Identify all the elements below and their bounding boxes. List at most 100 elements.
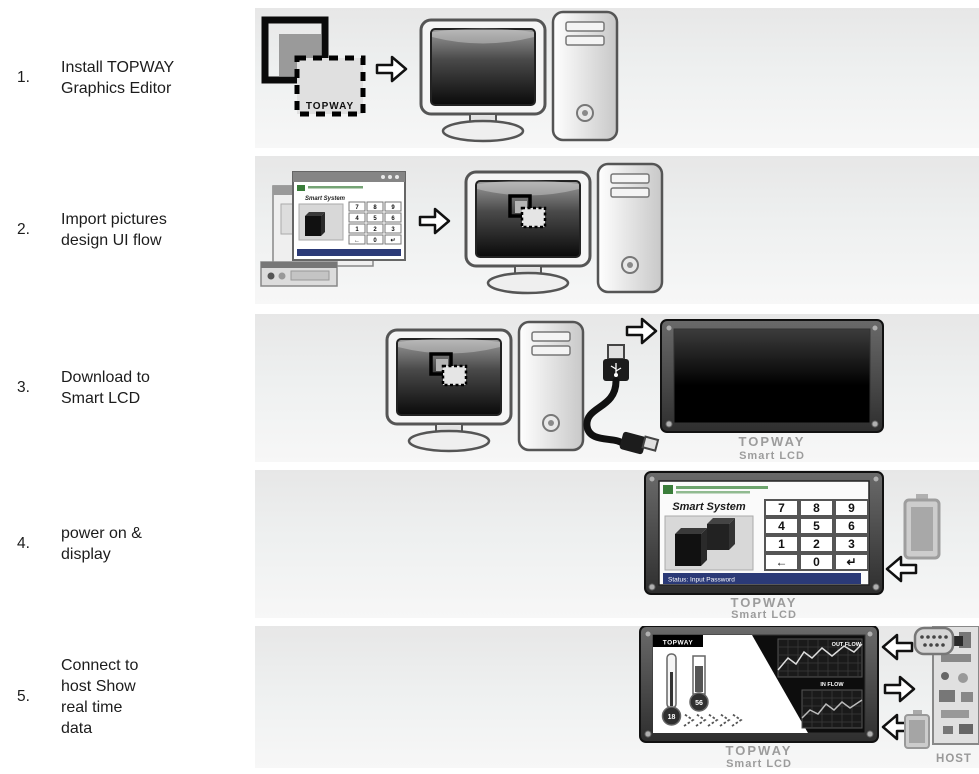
key-label: ↵ xyxy=(846,555,856,569)
step-number: 1. xyxy=(17,69,30,86)
key-label: 9 xyxy=(848,501,855,515)
computer-monitor xyxy=(419,18,547,143)
serial-db9-connector xyxy=(913,626,963,656)
step-number: 2. xyxy=(17,221,30,238)
mini-screen-title: Smart System xyxy=(305,196,346,202)
step-label: Connect to host Show real time data xyxy=(61,657,139,737)
level-value: 56 xyxy=(695,700,703,707)
key-label: ← xyxy=(776,555,788,569)
host-label: HOST xyxy=(936,753,972,765)
arrow-right-icon xyxy=(418,207,451,235)
key-label: 0 xyxy=(813,555,820,569)
flow-chevrons xyxy=(683,713,743,727)
arrow-left-icon xyxy=(881,633,914,661)
key-label: 8 xyxy=(373,205,377,211)
desktop-computer xyxy=(419,10,619,143)
arrow-left-icon xyxy=(885,555,918,583)
smart-lcd-product-label: Smart LCD xyxy=(726,758,792,768)
step-label: Install TOPWAY Graphics Editor xyxy=(61,59,175,97)
key-label: 7 xyxy=(355,205,359,211)
toolbar-window xyxy=(260,261,338,287)
key-label: 0 xyxy=(373,238,377,244)
level-gauge: 56 xyxy=(689,655,709,712)
smart-lcd-panel xyxy=(660,319,884,433)
step-4-illustration: Smart System 7 8 9 xyxy=(255,470,979,618)
battery-icon xyxy=(903,494,941,560)
step-row-3: 3. Download to Smart LCD xyxy=(0,314,979,462)
arrow-right-icon xyxy=(625,317,658,345)
smart-lcd-brand-label: TOPWAY xyxy=(739,434,806,449)
step-2: 2. Import pictures design UI flow xyxy=(0,156,255,304)
step-label: Import pictures design UI flow xyxy=(61,211,167,249)
step-row-5: 5. Connect to host Show real time data T… xyxy=(0,626,979,768)
screen-title: Smart System xyxy=(672,501,746,513)
in-flow-chart xyxy=(801,689,863,729)
keypad: 7 8 9 4 5 6 1 2 3 ← 0 ↵ xyxy=(764,499,869,571)
screen-brand: TOPWAY xyxy=(663,640,694,647)
key-label: 5 xyxy=(813,519,820,533)
key-label: 9 xyxy=(391,205,395,211)
step-3: 3. Download to Smart LCD xyxy=(0,314,255,462)
key-label: 2 xyxy=(373,227,377,233)
in-flow-label: IN FLOW xyxy=(820,682,844,688)
step-3-illustration: TOPWAY Smart LCD xyxy=(255,314,979,462)
key-label: 3 xyxy=(848,537,855,551)
mini-keypad: 7 8 9 4 5 6 1 2 3 ← 0 ↵ xyxy=(348,201,402,245)
out-flow-chart: OUT FLOW xyxy=(777,638,863,678)
arrow-right-icon xyxy=(883,675,916,703)
key-label: 7 xyxy=(778,501,785,515)
ui-design-windows: Smart System 7 8 9 xyxy=(260,171,406,287)
key-label: 4 xyxy=(355,216,359,222)
topway-logo-mini xyxy=(429,352,468,387)
key-label: 5 xyxy=(373,216,377,222)
step-row-1: 1. Install TOPWAY Graphics Editor TOPWAY xyxy=(0,8,979,148)
desktop-computer xyxy=(385,320,585,453)
key-label: 2 xyxy=(813,537,820,551)
thermometer-gauge: 18 xyxy=(661,653,682,726)
step-1: 1. Install TOPWAY Graphics Editor xyxy=(0,8,255,148)
step-label: Download to Smart LCD xyxy=(61,369,150,407)
ui-editor-window: Smart System 7 8 9 xyxy=(292,171,406,261)
computer-monitor xyxy=(464,170,592,295)
vendor-logo xyxy=(663,485,673,494)
desktop-computer xyxy=(464,162,664,295)
temperature-value: 18 xyxy=(668,714,676,721)
smart-lcd-panel: TOPWAY 18 56 xyxy=(639,626,879,743)
step-row-2: 2. Import pictures design UI flow Smart … xyxy=(0,156,979,304)
smart-lcd-brand-label: TOPWAY xyxy=(731,595,798,610)
key-label: 8 xyxy=(813,501,820,515)
key-label: ← xyxy=(354,238,360,244)
key-label: ↵ xyxy=(390,238,395,244)
usb-cable xyxy=(583,344,660,455)
step-5: 5. Connect to host Show real time data xyxy=(0,626,255,768)
key-label: 6 xyxy=(848,519,855,533)
computer-monitor xyxy=(385,328,513,453)
step-label: power on & display xyxy=(61,525,142,563)
logo-text: TOPWAY xyxy=(306,101,354,112)
topway-logo-mini xyxy=(508,194,547,229)
step-number: 3. xyxy=(17,379,30,396)
step-number: 5. xyxy=(17,688,30,705)
computer-tower xyxy=(551,10,619,142)
key-label: 4 xyxy=(778,519,785,533)
computer-tower xyxy=(596,162,664,294)
smart-lcd-panel: Smart System 7 8 9 xyxy=(644,471,884,595)
arrow-right-icon xyxy=(375,55,408,83)
key-label: 1 xyxy=(355,227,359,233)
smart-lcd-product-label: Smart LCD xyxy=(731,609,797,618)
step-1-illustration: TOPWAY xyxy=(255,8,979,148)
battery-icon xyxy=(904,710,930,749)
topway-editor-logo: TOPWAY xyxy=(261,16,366,117)
key-label: 6 xyxy=(391,216,395,222)
step-4: 4. power on & display xyxy=(0,470,255,618)
smart-lcd-brand-label: TOPWAY xyxy=(726,743,793,758)
smart-lcd-product-label: Smart LCD xyxy=(739,450,805,462)
out-flow-label: OUT FLOW xyxy=(832,642,862,648)
step-2-illustration: Smart System 7 8 9 xyxy=(255,156,979,304)
computer-tower xyxy=(517,320,585,452)
key-label: 1 xyxy=(778,537,785,551)
key-label: 3 xyxy=(391,227,395,233)
step-number: 4. xyxy=(17,535,30,552)
step-5-illustration: TOPWAY 18 56 xyxy=(255,626,979,768)
